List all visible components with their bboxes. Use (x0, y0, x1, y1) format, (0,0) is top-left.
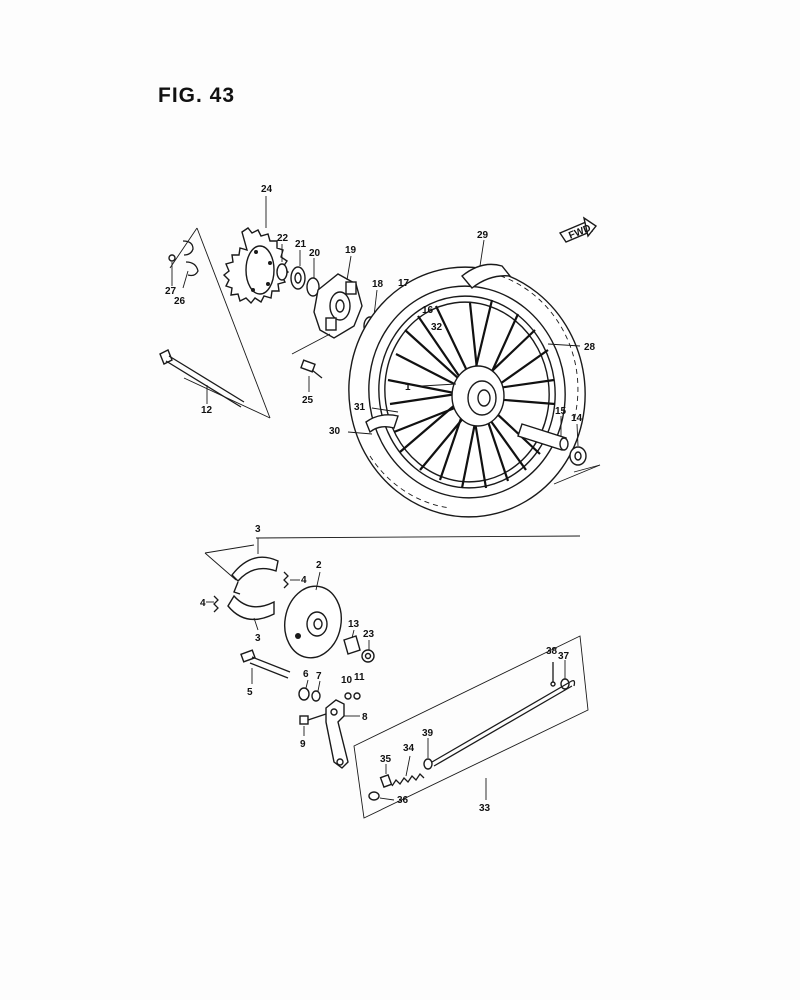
part-36-nut (368, 791, 395, 801)
part-6-washer (298, 679, 310, 701)
callout-1: 1 (405, 382, 411, 393)
callout-36: 36 (397, 795, 409, 806)
callout-12: 12 (201, 405, 213, 416)
callout-labels: 24 22 21 20 19 17 18 16 32 29 28 1 27 26… (165, 184, 596, 814)
part-12-axle (159, 349, 245, 408)
callout-16: 16 (422, 305, 434, 316)
callout-5: 5 (247, 687, 253, 698)
part-27-nut (168, 254, 176, 286)
callout-32: 32 (431, 322, 443, 333)
callout-30: 30 (329, 426, 341, 437)
part-22-spacer (276, 244, 288, 281)
callout-27: 27 (165, 286, 177, 297)
part-3-brake-shoe-upper (231, 538, 279, 595)
callout-4b: 4 (200, 598, 206, 609)
part-35-joint (379, 764, 393, 788)
brake-group-bracket (204, 535, 581, 581)
fwd-label: FWD (567, 223, 592, 242)
callout-35: 35 (380, 754, 392, 765)
callout-37: 37 (558, 651, 570, 662)
leader-29 (479, 239, 485, 267)
part-26-lock-washer (182, 240, 199, 289)
callout-17: 17 (398, 278, 410, 289)
part-13-sleeve (343, 629, 361, 655)
part-34-spring (391, 755, 425, 787)
leader-1 (421, 383, 457, 387)
callout-26: 26 (174, 296, 186, 307)
callout-13: 13 (348, 619, 360, 630)
callout-11: 11 (354, 672, 365, 683)
part-3-brake-shoe-lower (227, 594, 275, 631)
figure-title: FIG. 43 (158, 84, 236, 107)
callout-18: 18 (372, 279, 384, 290)
part-2-brake-panel (284, 571, 342, 659)
part-21-bearing (290, 250, 306, 290)
part-15-sleeve (517, 416, 569, 451)
callout-8: 8 (362, 712, 368, 723)
callout-3b: 3 (255, 633, 261, 644)
part-20-spacer (306, 258, 320, 297)
part-38-rod-end (550, 662, 556, 687)
callout-19: 19 (345, 245, 357, 256)
callout-6: 6 (303, 669, 309, 680)
part-11-nut (353, 692, 361, 700)
callout-29: 29 (477, 230, 489, 241)
part-5-brake-cam (240, 649, 291, 684)
callout-31: 31 (354, 402, 366, 413)
part-9-bolt (299, 713, 327, 736)
part-23-nut (361, 640, 375, 663)
callout-24: 24 (261, 184, 273, 195)
callout-23: 23 (363, 629, 375, 640)
part-8-cam-lever (325, 699, 360, 769)
leader-30 (347, 431, 373, 435)
part-4-spring-right (283, 571, 300, 589)
part-19-sprocket-drum (313, 255, 363, 339)
callout-4a: 4 (301, 575, 307, 586)
part-14-spacer (569, 423, 587, 466)
part-39-washer (423, 738, 433, 770)
part-10-bolt (344, 692, 352, 700)
part-4-spring-left (206, 595, 219, 613)
part-24-sprocket (222, 196, 290, 305)
leader-31 (371, 407, 399, 413)
part-25-bolt (300, 359, 323, 392)
callout-20: 20 (309, 248, 321, 259)
part-33-brake-rod (431, 680, 576, 767)
callout-39: 39 (422, 728, 434, 739)
callout-2: 2 (316, 560, 322, 571)
rear-wheel-assembly (348, 263, 586, 518)
callout-33: 33 (479, 803, 491, 814)
callout-15: 15 (555, 406, 567, 417)
callout-7: 7 (316, 671, 322, 682)
leader-28 (547, 343, 581, 347)
callout-28: 28 (584, 342, 596, 353)
callout-21: 21 (295, 239, 307, 250)
fwd-arrow-badge: FWD (558, 216, 598, 243)
part-7-oring (311, 680, 321, 702)
callout-3a: 3 (255, 524, 261, 535)
callout-10: 10 (341, 675, 353, 686)
callout-38: 38 (546, 646, 558, 657)
brake-rod-group-bracket (353, 635, 589, 819)
callout-34: 34 (403, 743, 415, 754)
callout-25: 25 (302, 395, 314, 406)
callout-9: 9 (300, 739, 306, 750)
callout-22: 22 (277, 233, 289, 244)
callout-14: 14 (571, 413, 583, 424)
